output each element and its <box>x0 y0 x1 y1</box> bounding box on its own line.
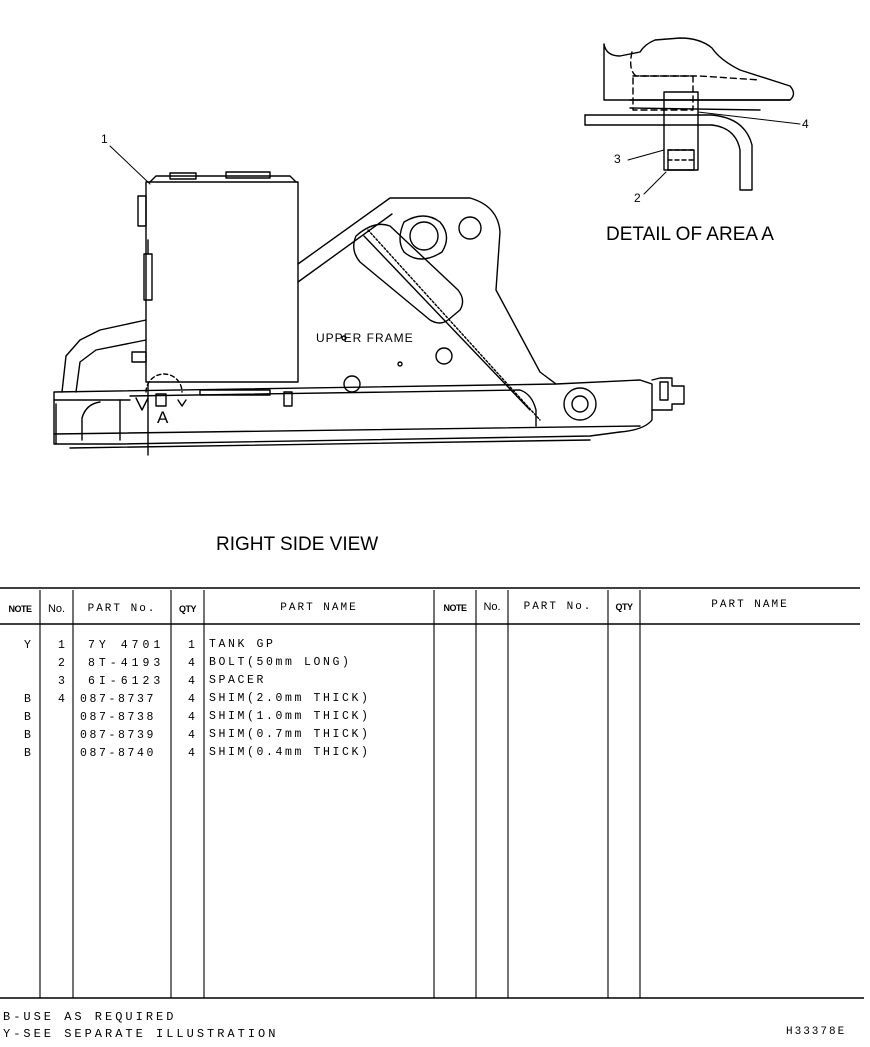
row-note: B <box>24 747 34 760</box>
row-part-name: SPACER <box>209 674 267 687</box>
upper-frame-label: UPPER FRAME <box>316 331 414 345</box>
header-no-right: No. <box>483 601 501 613</box>
header-part-name-right: PART NAME <box>711 599 789 611</box>
header-qty: QTY <box>178 604 197 614</box>
row-part-name: SHIM(0.4mm THICK) <box>209 746 371 759</box>
row-qty: 4 <box>188 729 198 742</box>
row-part-no: 087-8740 <box>80 747 157 760</box>
callout-4: 4 <box>802 117 809 131</box>
row-no: 1 <box>58 639 68 652</box>
header-part-no: PART No. <box>87 603 157 615</box>
header-part-no-right: PART No. <box>523 601 593 613</box>
row-qty: 4 <box>188 711 198 724</box>
row-part-no: 087-8738 <box>80 711 157 724</box>
detail-caption: DETAIL OF AREA A <box>606 224 774 245</box>
row-note: B <box>24 729 34 742</box>
row-part-name: SHIM(2.0mm THICK) <box>209 692 371 705</box>
row-qty: 4 <box>188 747 198 760</box>
row-qty: 4 <box>188 657 198 670</box>
right-side-view-drawing <box>53 145 685 456</box>
callout-3: 3 <box>614 152 621 166</box>
row-no: 3 <box>58 675 68 688</box>
row-part-name: TANK GP <box>209 638 276 651</box>
drawing-number: H33378E <box>786 1026 847 1038</box>
row-no: 4 <box>58 693 68 706</box>
row-part-no: 7Y 4701 <box>88 639 165 652</box>
row-part-no: 087-8739 <box>80 729 157 742</box>
header-part-name: PART NAME <box>280 602 358 614</box>
row-qty: 4 <box>188 693 198 706</box>
row-part-no: 8T-4193 <box>88 657 165 670</box>
parts-illustration <box>53 37 801 456</box>
row-qty: 1 <box>188 639 198 652</box>
row-part-no: 6I-6123 <box>88 675 165 688</box>
row-note: B <box>24 693 34 706</box>
row-part-no: 087-8737 <box>80 693 157 706</box>
header-note-right: NOTE <box>443 603 467 613</box>
footnote-y: Y-SEE SEPARATE ILLUSTRATION <box>3 1027 279 1041</box>
callout-1: 1 <box>101 132 108 146</box>
area-a-label: A <box>157 408 169 427</box>
row-no: 2 <box>58 657 68 670</box>
row-part-name: BOLT(50mm LONG) <box>209 656 352 669</box>
header-no: No. <box>47 603 66 615</box>
view-caption: RIGHT SIDE VIEW <box>216 534 379 555</box>
header-qty-right: QTY <box>615 602 633 612</box>
footnote-b: B-USE AS REQUIRED <box>3 1010 177 1024</box>
row-part-name: SHIM(1.0mm THICK) <box>209 710 371 723</box>
row-part-name: SHIM(0.7mm THICK) <box>209 728 371 741</box>
row-qty: 4 <box>188 675 198 688</box>
callout-2: 2 <box>634 191 641 205</box>
row-note: Y <box>24 639 34 652</box>
row-note: B <box>24 711 34 724</box>
detail-area-a-drawing <box>584 37 801 195</box>
header-note: NOTE <box>8 604 32 614</box>
